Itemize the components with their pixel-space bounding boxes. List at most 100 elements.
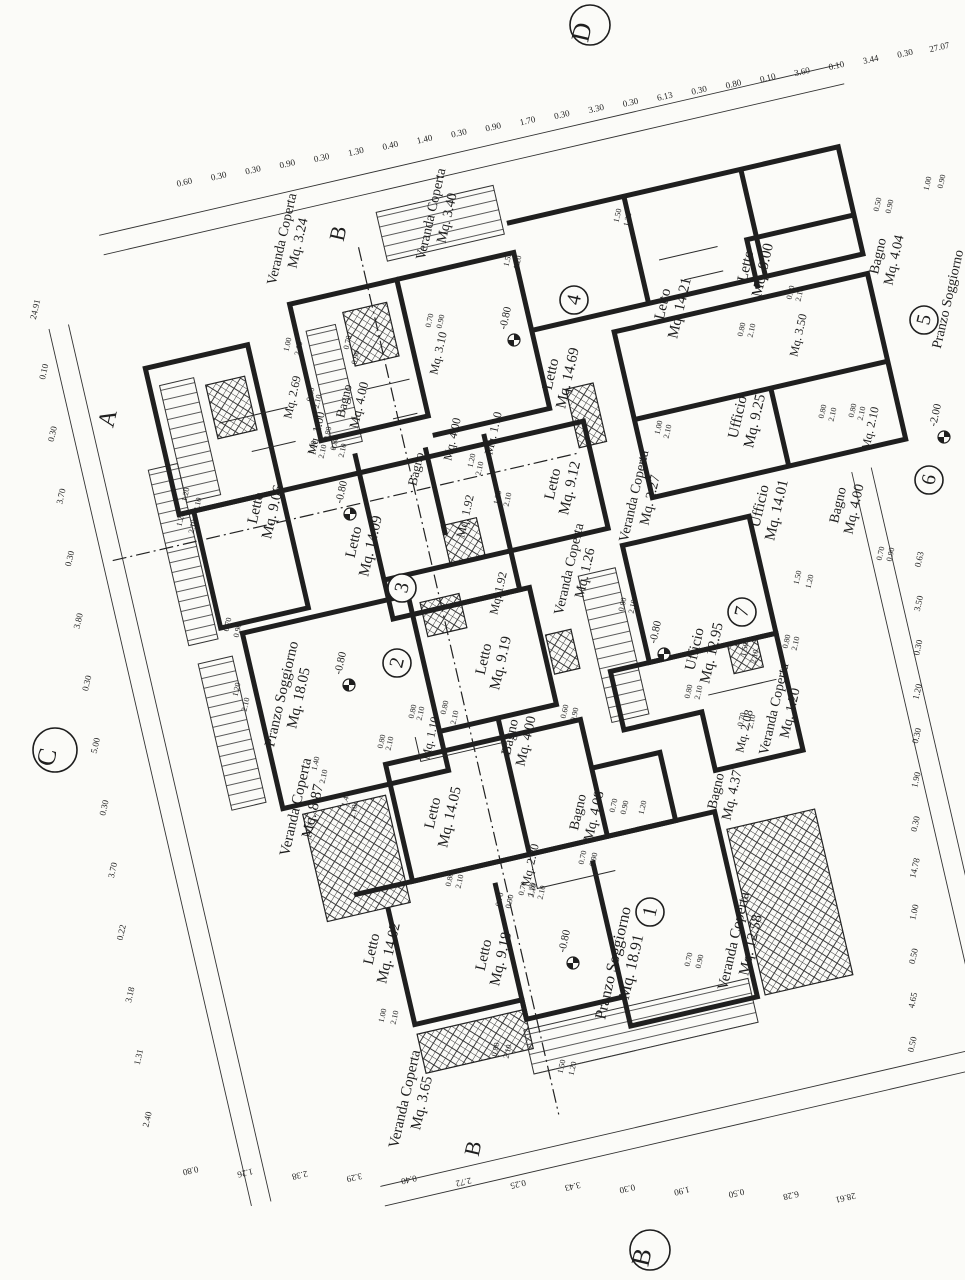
opening-dim-18: 2.10: [240, 697, 252, 713]
dim-top-10: 3.30: [587, 102, 605, 115]
opening-dim-70: 1.20: [526, 882, 538, 898]
dim-top-8: 6.13: [656, 89, 674, 102]
dim-top-11: 0.30: [553, 108, 571, 121]
opening-dim-5: 2.10: [312, 394, 324, 410]
dim-right-8: 1.00: [907, 903, 920, 921]
unit-number-5: 5: [912, 312, 936, 327]
dim-top-1: 0.30: [896, 46, 914, 59]
room-name-r17: Letto: [542, 467, 565, 501]
opening-dim-86: 0.70: [517, 881, 529, 897]
level-marker-l2: [342, 678, 356, 692]
dim-bottom-5: 2.72: [455, 1176, 473, 1189]
opening-dim-81: 1.20: [567, 1061, 579, 1077]
room-name-r15: Bagno: [404, 451, 426, 487]
dim-right-3: 1.20: [911, 682, 924, 700]
opening-dim-53: 0.70: [875, 546, 887, 562]
opening-dim-84: 0.80: [376, 734, 388, 750]
level-value-l1: -0.80: [556, 928, 573, 954]
room-name-r9: Bagno: [332, 383, 354, 419]
opening-dim-52: 1.20: [804, 574, 816, 590]
dim-bottom-2: 2.38: [291, 1169, 309, 1182]
dim-right-5: 1.90: [909, 770, 922, 788]
opening-dim-61: 0.80: [781, 634, 793, 650]
dim-top-20: 0.30: [244, 163, 262, 176]
dim-bottom-1: 1.26: [236, 1167, 254, 1180]
level-marker-l4: [507, 333, 521, 347]
opening-dim-76: 1.00: [377, 1008, 389, 1024]
dim-bottom-3: 3.29: [345, 1171, 363, 1184]
opening-dim-77: 2.10: [389, 1010, 401, 1026]
dim-top-0: 27.07: [928, 40, 950, 54]
opening-dim-65: 0.70: [608, 798, 620, 814]
room-name-r3: Letto: [652, 287, 675, 321]
walls: [142, 143, 909, 1029]
dim-top-4: 3.60: [793, 65, 811, 78]
dim-top-21: 0.30: [210, 169, 228, 182]
axis-label-B: B: [626, 1245, 658, 1268]
dim-top-14: 0.30: [450, 126, 468, 139]
room-name-r19: Letto: [245, 491, 268, 525]
opening-dim-39: 1.00: [653, 420, 665, 436]
opening-dim-33: 1.55: [502, 252, 514, 268]
dim-top-9: 0.30: [622, 96, 640, 109]
room-name-r20: Letto: [343, 525, 366, 559]
dim-left-3: 3.70: [54, 487, 67, 505]
dim-left-0: 24.91: [28, 298, 42, 320]
level-value-l5: -2.00: [927, 402, 944, 428]
opening-dim-87: 2.10: [527, 883, 539, 899]
unit-number-circle-1: [635, 897, 665, 927]
level-value-l3: -0.80: [333, 479, 350, 505]
room-name-r39: Letto: [361, 932, 384, 966]
dim-bottom-8: 0.30: [618, 1182, 636, 1195]
opening-dim-9: 0.80: [329, 436, 341, 452]
dim-top-7: 0.30: [690, 83, 708, 96]
opening-dim-45: 1.00: [922, 176, 934, 192]
room-name-r36: Letto: [422, 796, 445, 830]
dim-left-7: 5.00: [89, 736, 102, 754]
opening-dim-75: 0.90: [504, 894, 516, 910]
opening-dim-80: 1.50: [556, 1059, 568, 1075]
level-marker-l6: [657, 647, 671, 661]
opening-dim-46: 0.90: [936, 174, 948, 190]
opening-dim-60: 2.10: [746, 714, 758, 730]
opening-dim-68: 0.70: [577, 850, 589, 866]
opening-dim-24: 2.10: [415, 706, 427, 722]
opening-dim-35: 1.50: [612, 208, 624, 224]
opening-dim-2: 0.70: [342, 335, 354, 351]
axis-bubble-B: [629, 1229, 671, 1271]
dim-bottom-0: 0.80: [181, 1164, 199, 1177]
level-value-l6: -0.80: [647, 619, 664, 645]
dim-left-9: 3.70: [106, 861, 119, 879]
level-marker-l5: [937, 430, 951, 444]
opening-dim-10: 2.10: [337, 443, 349, 459]
opening-dim-6: 0.80: [322, 426, 334, 442]
dim-top-3: 0.10: [828, 59, 846, 72]
level-marker-l1: [566, 956, 580, 970]
opening-dim-58: 2.10: [693, 685, 705, 701]
dim-left-10: 0.22: [115, 924, 128, 942]
opening-dim-64: 2.10: [749, 649, 761, 665]
dim-bottom-4: 0.40: [400, 1173, 418, 1186]
plan-geometry: [48, 63, 965, 1207]
opening-dim-48: 2.10: [827, 407, 839, 423]
dim-right-11: 0.50: [905, 1035, 918, 1053]
dim-top-12: 1.70: [519, 114, 537, 127]
unit-number-circle-4: [559, 285, 589, 315]
room-name-r29: Letto: [473, 642, 496, 676]
dim-bottom-6: 0.25: [509, 1178, 527, 1191]
opening-dim-79: 2.10: [502, 1044, 514, 1060]
unit-number-1: 1: [638, 904, 662, 919]
dim-left-12: 1.31: [132, 1048, 145, 1066]
opening-dim-7: 1.00: [307, 440, 319, 456]
opening-dim-50: 2.10: [856, 406, 868, 422]
opening-dim-8: 2.10: [317, 444, 329, 460]
opening-dim-71: 2.10: [536, 885, 548, 901]
opening-dim-57: 0.80: [683, 684, 695, 700]
room-area-r10: Mq. 2.69: [280, 374, 303, 420]
opening-dim-28: 2.10: [502, 492, 514, 508]
unit-number-3: 3: [390, 580, 414, 595]
unit-number-circle-5: [909, 305, 939, 335]
section-label-a: A: [94, 406, 123, 429]
section-lines: [112, 247, 581, 1115]
